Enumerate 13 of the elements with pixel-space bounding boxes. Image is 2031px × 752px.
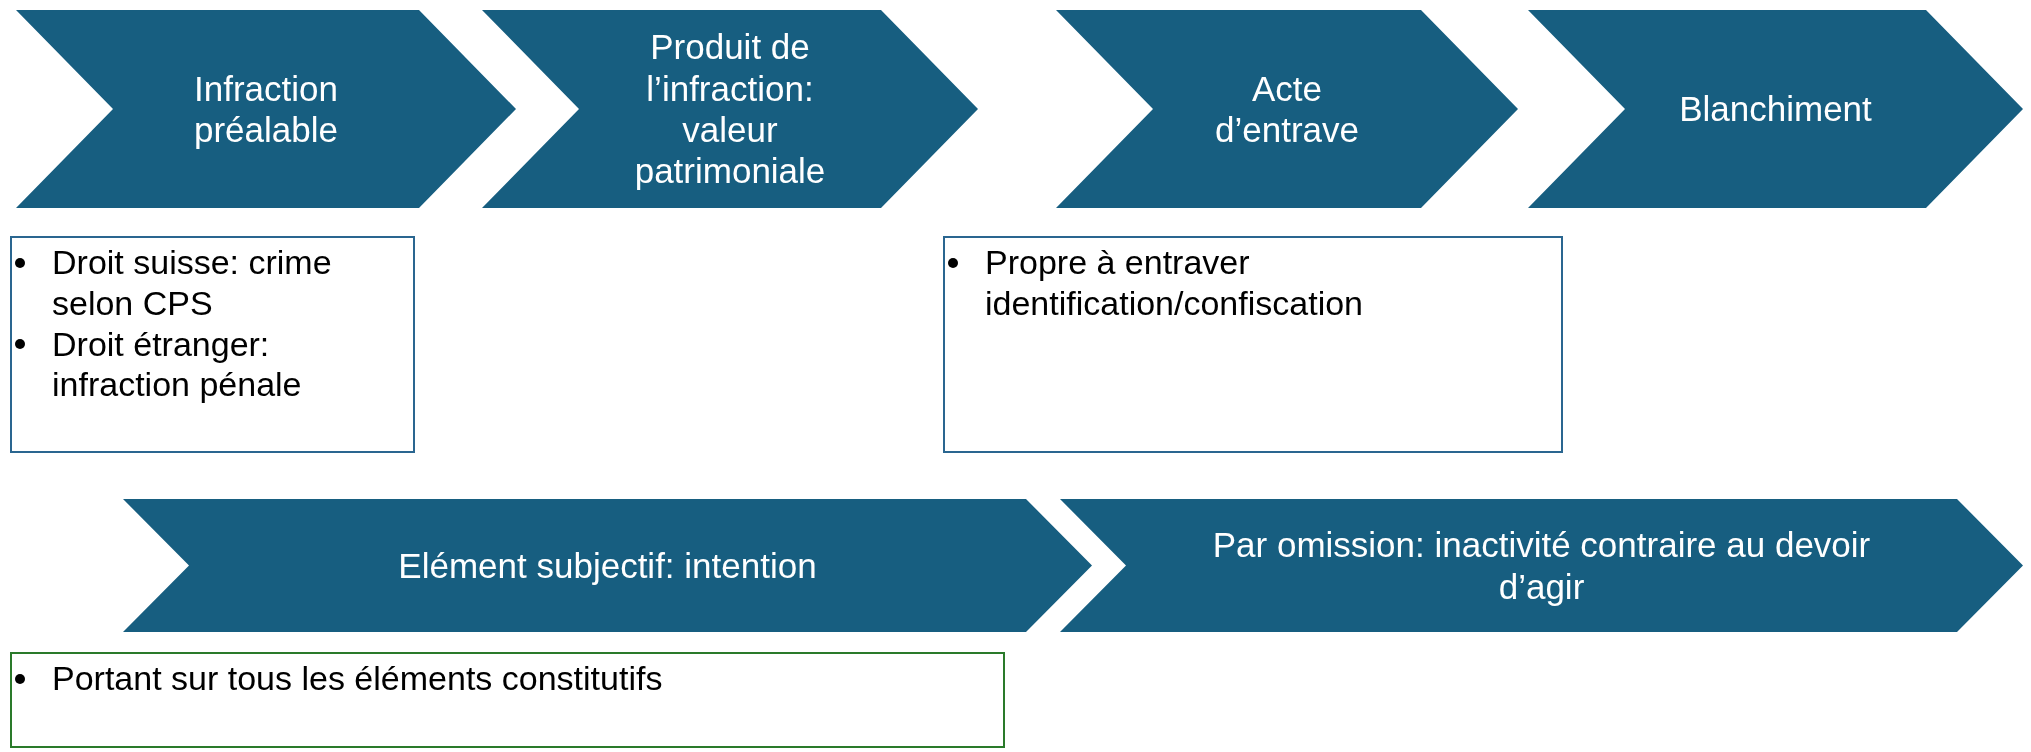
bullet-text: Propre à entraver identification/confiscation	[985, 242, 1364, 324]
chevron-label: Infraction préalable	[193, 67, 339, 151]
chevron-label: Elément subjectif: intention	[398, 544, 817, 587]
chevron-label: Produit de l’infraction: valeur patrimoniale	[633, 26, 827, 192]
bullet-text: Droit suisse: crime selon CPS	[52, 242, 333, 324]
text-box	[10, 652, 1005, 748]
chevron-label: Blanchiment	[1679, 88, 1872, 130]
text-box	[10, 236, 415, 453]
text-box	[943, 236, 1563, 453]
bullet-text: Portant sur tous les éléments constitutifs	[52, 658, 663, 699]
chevron-label: Par omission: inactivité contraire au devoir d’agir	[1211, 524, 1872, 607]
chevron-label: Acte d’entrave	[1214, 67, 1360, 151]
bullet-text: Droit étranger: infraction pénale	[52, 323, 303, 406]
